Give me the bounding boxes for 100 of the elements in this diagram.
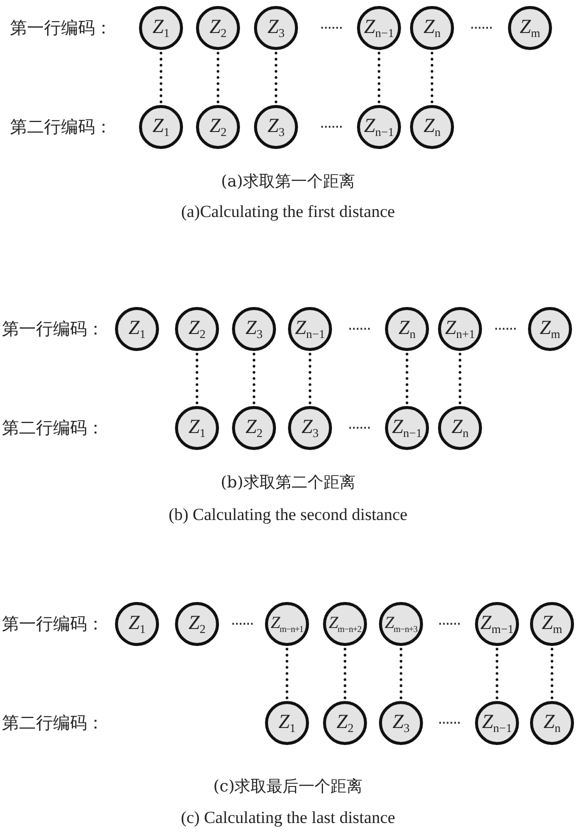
code-circle [357, 6, 401, 50]
code-circle [115, 602, 159, 646]
code-symbol: Z$_{1}$ [152, 116, 170, 138]
code-circle [288, 406, 332, 450]
code-symbol: Z$_{3}$ [267, 17, 285, 39]
ellipsis-dots: ······ [320, 19, 342, 37]
code-symbol: Z$_{3}$ [301, 417, 319, 439]
code-symbol: Z$_{1}$ [128, 318, 146, 340]
ellipsis-dots: ······ [438, 615, 460, 633]
code-circle [175, 406, 219, 450]
caption: (a)求取第一个距离 [220, 172, 356, 192]
code-symbol: Z$_{m−n+1}$ [270, 614, 304, 634]
code-circle [232, 406, 276, 450]
code-symbol: Z$_{n−1}$ [364, 17, 394, 39]
code-circle [357, 105, 401, 149]
code-symbol: Z$_{n}$ [423, 116, 441, 138]
code-circle [288, 307, 332, 351]
code-circle [475, 701, 519, 745]
ellipsis-dots: ······ [348, 320, 370, 338]
dotted-connector [286, 648, 288, 700]
code-circle [410, 6, 454, 50]
code-symbol: Z$_{1}$ [188, 417, 206, 439]
code-circle [139, 6, 183, 50]
ellipsis-dots: ······ [438, 714, 460, 732]
code-symbol: Z$_{n−1}$ [364, 116, 394, 138]
dotted-connector [252, 352, 256, 404]
code-circle [265, 701, 309, 745]
dotted-connector [458, 352, 462, 404]
code-circle [254, 6, 298, 50]
code-circle [528, 307, 572, 351]
code-symbol: Z$_{n}$ [398, 318, 416, 340]
code-symbol: Z$_{2}$ [245, 417, 263, 439]
dotted-connector [430, 52, 434, 104]
code-symbol: Z$_{2}$ [209, 116, 227, 138]
code-circle [385, 406, 429, 450]
dotted-connector [274, 52, 278, 104]
code-circle [385, 307, 429, 351]
code-symbol: Z$_{n}$ [451, 417, 469, 439]
row-label: 第二行编码： [2, 418, 104, 440]
code-symbol: Z$_{2}$ [209, 17, 227, 39]
code-symbol: Z$_{m−n+3}$ [384, 614, 418, 634]
row-label: 第一行编码： [2, 318, 104, 340]
row-label: 第一行编码： [2, 614, 104, 636]
code-circle [323, 602, 367, 646]
dotted-connector [406, 352, 408, 404]
code-symbol: Z$_{n}$ [423, 17, 441, 39]
code-circle [115, 307, 159, 351]
dotted-connector [216, 52, 220, 104]
code-circle [139, 105, 183, 149]
ellipsis-dots: ······ [348, 419, 370, 437]
ellipsis-dots: ······ [320, 118, 342, 136]
code-circle [475, 602, 519, 646]
caption: (a)Calculating the first distance [181, 202, 395, 222]
dotted-connector [344, 648, 346, 700]
code-circle [196, 6, 240, 50]
code-circle [530, 701, 574, 745]
code-symbol: Z$_{2}$ [188, 613, 206, 635]
dotted-connector [308, 352, 312, 404]
code-symbol: Z$_{1}$ [152, 17, 170, 39]
caption: (b)求取第二个距离 [220, 472, 356, 494]
caption: (c)求取最后一个距离 [213, 776, 363, 798]
code-circle [196, 105, 240, 149]
dotted-connector [378, 52, 380, 104]
code-circle [379, 602, 423, 646]
dotted-connector [400, 648, 402, 700]
dotted-connector [196, 352, 198, 404]
code-symbol: Z$_{2}$ [336, 712, 354, 734]
code-symbol: Z$_{m}$ [542, 613, 562, 635]
code-symbol: Z$_{n+1}$ [445, 318, 475, 340]
code-symbol: Z$_{m}$ [540, 318, 560, 340]
row-label: 第一行编码： [10, 18, 112, 40]
dotted-connector [496, 648, 498, 700]
code-circle [254, 105, 298, 149]
caption: (b) Calculating the second distance [168, 505, 408, 525]
ellipsis-dots: ······ [230, 615, 254, 633]
code-symbol: Z$_{m}$ [520, 17, 540, 39]
code-circle [530, 602, 574, 646]
dotted-connector [160, 52, 162, 104]
caption: (c) Calculating the last distance [180, 808, 396, 828]
code-circle [175, 307, 219, 351]
ellipsis-dots: ······ [494, 320, 516, 338]
row-label: 第二行编码： [2, 712, 104, 734]
code-symbol: Z$_{n−1}$ [482, 712, 512, 734]
code-circle [175, 602, 219, 646]
code-symbol: Z$_{3}$ [392, 712, 410, 734]
code-symbol: Z$_{m−1}$ [480, 613, 514, 635]
code-circle [438, 406, 482, 450]
code-symbol: Z$_{3}$ [267, 116, 285, 138]
code-symbol: Z$_{m−n+2}$ [328, 614, 362, 634]
code-circle [508, 6, 552, 50]
code-circle [323, 701, 367, 745]
row-label: 第二行编码： [10, 116, 112, 138]
code-symbol: Z$_{n}$ [543, 712, 561, 734]
code-symbol: Z$_{3}$ [245, 318, 263, 340]
code-symbol: Z$_{2}$ [188, 318, 206, 340]
code-symbol: Z$_{1}$ [278, 712, 296, 734]
code-circle [410, 105, 454, 149]
code-symbol: Z$_{n−1}$ [295, 318, 325, 340]
code-symbol: Z$_{1}$ [128, 613, 146, 635]
code-symbol: Z$_{n−1}$ [392, 417, 422, 439]
